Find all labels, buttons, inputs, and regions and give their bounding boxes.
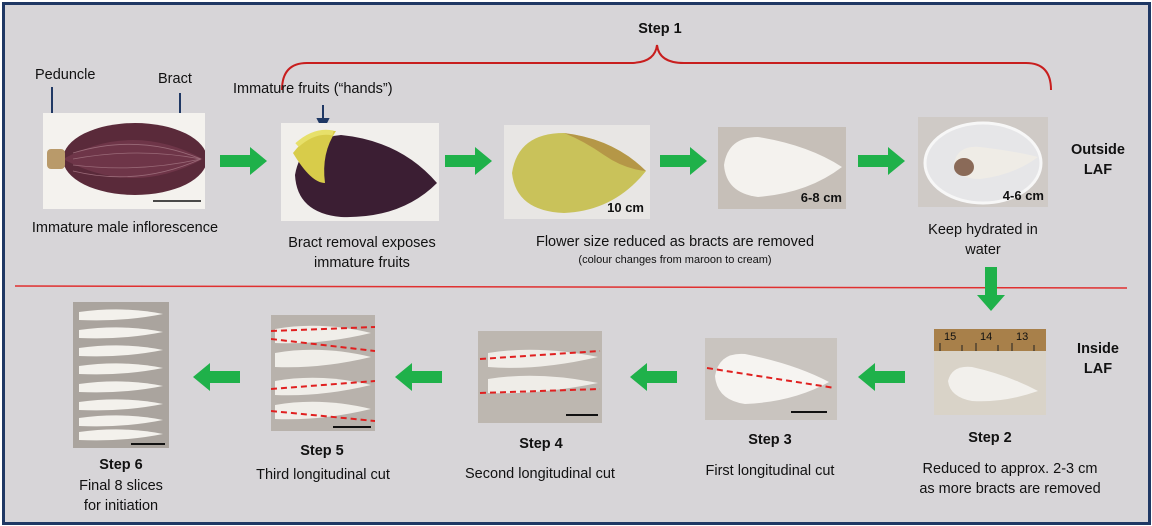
arrow-left-1 (858, 363, 905, 391)
step6-label: Step 6 (99, 457, 143, 473)
arrow-right-4 (858, 147, 905, 175)
arrow-left-2 (630, 363, 677, 391)
photo-10cm: 10 cm (504, 125, 650, 219)
photo-step4 (478, 331, 602, 423)
photo-step6 (73, 302, 169, 448)
ruler-14: 14 (980, 331, 993, 343)
size-6-8cm: 6-8 cm (800, 190, 842, 205)
arrow-left-3 (395, 363, 442, 391)
label-hands: Immature fruits (“hands”) (233, 81, 393, 97)
photo-inflorescence (43, 113, 205, 209)
step2-label: Step 2 (968, 430, 1012, 446)
caption-bract-removal: Bract removal exposes immature fruits (288, 235, 436, 271)
ruler-15: 15 (944, 331, 957, 343)
arrow-down (977, 267, 1005, 311)
caption-colour-change: (colour changes from maroon to cream) (578, 254, 772, 266)
arrow-right-2 (445, 147, 492, 175)
size-10cm: 10 cm (607, 200, 644, 215)
arrow-left-4 (193, 363, 240, 391)
photo-bract-removal (281, 123, 439, 221)
photo-step2: 15 14 13 (934, 329, 1046, 415)
inside-laf-label: Inside LAF (1077, 341, 1119, 377)
ruler-13: 13 (1016, 331, 1029, 343)
caption-size-reduced: Flower size reduced as bracts are remove… (535, 234, 815, 250)
flow-arrows (193, 147, 1005, 391)
divider-line (14, 285, 1128, 289)
caption-hydrated: Keep hydrated in water (928, 222, 1038, 258)
photo-4-6cm: 4-6 cm (918, 117, 1048, 207)
arrow-right-3 (660, 147, 707, 175)
step3-label: Step 3 (748, 432, 792, 448)
step1-label: Step 1 (638, 21, 682, 37)
outside-laf-label: Outside LAF (1071, 142, 1125, 178)
caption-step2: Reduced to approx. 2-3 cm as more bracts… (919, 461, 1101, 497)
step4-label: Step 4 (519, 436, 563, 452)
caption-step5: Third longitudinal cut (256, 467, 390, 483)
step5-label: Step 5 (300, 443, 344, 459)
arrow-right-1 (220, 147, 267, 175)
caption-inflorescence: Immature male inflorescence (31, 220, 219, 236)
label-peduncle: Peduncle (35, 67, 96, 83)
caption-step4: Second longitudinal cut (465, 466, 615, 482)
caption-step3: First longitudinal cut (705, 463, 835, 479)
photo-step5 (271, 315, 375, 431)
photo-6-8cm: 6-8 cm (718, 127, 846, 209)
caption-step6: Final 8 slices for initiation (79, 478, 163, 514)
photo-step3 (705, 338, 837, 420)
label-bract: Bract (158, 71, 192, 87)
size-4-6cm: 4-6 cm (1002, 188, 1044, 203)
